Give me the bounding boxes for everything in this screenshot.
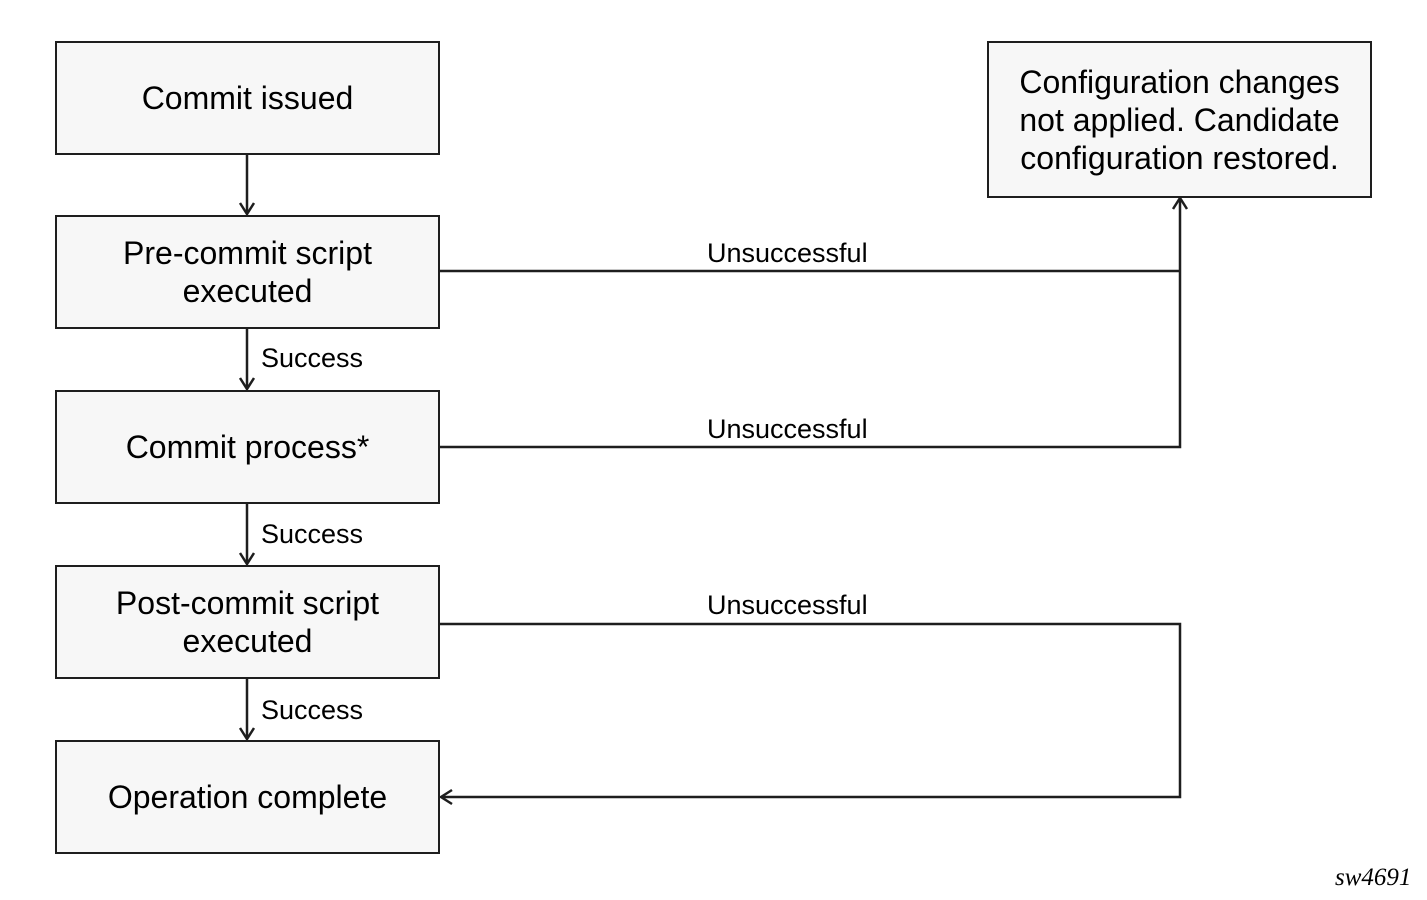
box-post-commit-script-text: Post-commit script executed <box>115 585 380 659</box>
box-commit-issued-text: Commit issued <box>141 80 354 116</box>
label-unsuccessful-3: Unsuccessful <box>707 590 868 620</box>
arrowhead-complete-side <box>438 788 453 806</box>
arrowhead-not-applied <box>1171 195 1189 210</box>
label-success-2: Success <box>261 519 364 549</box>
box-pre-commit-script-text: Pre-commit script executed <box>123 235 372 309</box>
arrowhead-postcommit <box>238 552 256 567</box>
label-success-3: Success <box>261 695 364 725</box>
label-unsuccessful-2: Unsuccessful <box>707 414 868 444</box>
label-success-1: Success <box>261 343 364 373</box>
box-config-not-applied-text: Configuration changes not applied. Candi… <box>1019 63 1340 176</box>
label-unsuccessful-1: Unsuccessful <box>707 238 868 268</box>
box-pre-commit-script: Pre-commit script executed <box>55 215 440 329</box>
line-process-unsuccessful <box>439 198 1182 449</box>
box-post-commit-script: Post-commit script executed <box>55 565 440 679</box>
box-config-not-applied: Configuration changes not applied. Candi… <box>987 41 1372 198</box>
box-commit-issued: Commit issued <box>55 41 440 155</box>
arrowhead-process <box>238 377 256 392</box>
arrowhead-precommit <box>238 202 256 217</box>
arrowhead-complete <box>238 727 256 742</box>
box-operation-complete-text: Operation complete <box>107 779 388 815</box>
box-operation-complete: Operation complete <box>55 740 440 854</box>
box-commit-process-text: Commit process* <box>125 429 370 465</box>
box-commit-process: Commit process* <box>55 390 440 504</box>
figure-id: sw4691 <box>1335 864 1412 891</box>
line-postcommit-unsuccessful <box>439 622 1182 799</box>
